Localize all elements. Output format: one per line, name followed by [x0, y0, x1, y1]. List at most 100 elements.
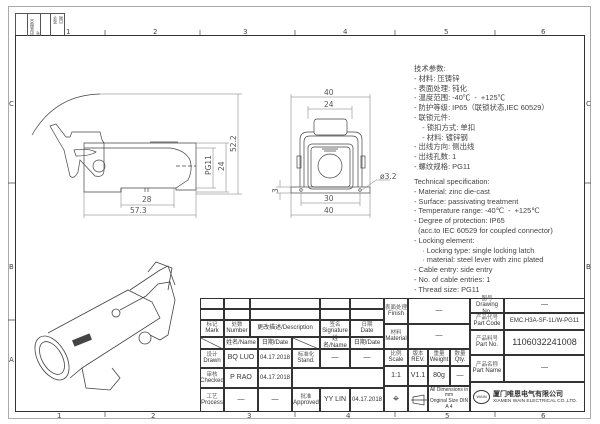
dim-thread: PG11	[204, 155, 213, 175]
process-date: —	[258, 388, 292, 412]
zone-number: 2	[151, 412, 156, 420]
header-name: 姓名/Name	[224, 337, 258, 349]
drawn-name: BQ LUO	[224, 349, 258, 368]
dim-hole-spacing: 30	[324, 194, 334, 203]
spec-line: - Surface: passivating treatment	[414, 196, 519, 206]
scale-value: 1:1	[384, 366, 408, 386]
approved-name: YY LIN	[320, 388, 350, 412]
zone-number: 1	[57, 412, 62, 420]
revision-cell	[250, 309, 320, 320]
diagonal-cell	[200, 337, 225, 350]
revision-cell	[224, 298, 250, 309]
header-name: 姓名/Name	[320, 336, 350, 349]
spec-line: - Material: zinc die-cast	[414, 186, 490, 196]
corner-label-box: 旧底图总号 签字 日期	[15, 13, 65, 36]
dim-handle-width: 24	[324, 100, 334, 109]
spec-line: - 表面处理: 钝化	[414, 83, 467, 93]
specs-chinese: 技术参数:- 材料: 压铸锌- 表面处理: 钝化- 温度范围: -40℃ - +…	[414, 64, 549, 172]
part-name-value: —	[504, 355, 585, 382]
dim-body-height: 24	[217, 161, 226, 171]
zone-number: 4	[343, 28, 348, 36]
finish-value: —	[408, 298, 470, 324]
front-view	[290, 118, 371, 194]
spec-line: - Cable entry: side entry	[414, 265, 493, 275]
specs-english: Technical specification:- Material: zinc…	[414, 177, 553, 295]
spec-line: - Temperature range: -40℃ - +125℃	[414, 206, 540, 216]
dim-base-thickness: 3	[271, 188, 280, 193]
process-name: —	[224, 388, 258, 412]
spec-line: - 锁扣方式: 单扣	[414, 122, 476, 132]
zone-number: 2	[153, 28, 158, 36]
drawing-no-value: —	[504, 298, 585, 313]
specs-title-en: Technical specification:	[414, 177, 490, 186]
revision-cell	[200, 309, 224, 320]
sheet-outer-border	[8, 6, 591, 419]
revision-cell	[224, 309, 250, 320]
weight-value: 80g	[428, 366, 450, 386]
spec-line: (acc.to IEC 60529 for coupled connector)	[414, 225, 553, 235]
revision-cell	[250, 298, 320, 309]
company-name: XIAMEN WAIN ELECTRICAL CO.,LTD.	[493, 398, 578, 404]
revision-cell	[200, 298, 224, 309]
spec-line: - 材料: 镀锌钢	[414, 132, 468, 142]
dim-total-height: 52.2	[229, 135, 238, 152]
part-code-value: EMC.H3A-SF-1L/W-PG11	[504, 313, 585, 330]
spec-line: - 材料: 压铸锌	[414, 73, 460, 83]
dim-hole-dia: ø3.2	[380, 172, 397, 181]
checked-date: 04.17.2018	[258, 368, 292, 388]
header-date2: 日期/Date	[258, 337, 292, 349]
projection-cone-icon	[408, 386, 428, 412]
spec-line: - Thread size: PG11	[414, 284, 480, 294]
zone-number: 4	[346, 412, 351, 420]
spec-line: - 联锁元件:	[414, 112, 451, 122]
side-view	[31, 93, 197, 193]
spec-line: · material: steel lever with zinc plated	[414, 255, 544, 265]
standard-name: —	[320, 349, 350, 368]
approved-date: 04.17.2018	[350, 388, 384, 412]
spec-line: - 螺纹规格: PG11	[414, 161, 471, 171]
spec-line: · Locking type: single locking latch	[414, 245, 535, 255]
dim-top-width: 40	[324, 88, 334, 97]
part-no-value: 1106032241008	[504, 330, 585, 355]
dim-length: 57.3	[130, 206, 147, 215]
dim-base: 28	[142, 195, 152, 204]
spec-line: - No. of cable entries: 1	[414, 274, 491, 284]
revision-cell	[320, 309, 350, 320]
isometric-view	[34, 261, 176, 391]
company-logo: WAIN	[473, 390, 490, 404]
zone-letter: C	[9, 100, 14, 108]
diagonal-cell	[292, 337, 321, 350]
spec-line: - 出线方向: 侧出线	[414, 142, 475, 152]
revision-cell	[350, 298, 384, 309]
zone-number: 1	[66, 28, 71, 36]
spec-line: - 防护等级: IP65（联锁状态,IEC 60529）	[414, 103, 549, 113]
zone-letter: B	[586, 263, 591, 271]
header-date2: 日期/Date	[350, 337, 384, 349]
qty-value: —	[450, 366, 470, 386]
zone-number: 3	[243, 28, 248, 36]
spec-line: - Degree of protection: IP65	[414, 216, 505, 226]
checked-name: P RAO	[224, 368, 258, 388]
revision-cell	[320, 298, 350, 309]
zone-number: 6	[541, 412, 546, 420]
specs-title-cn: 技术参数:	[414, 64, 446, 73]
material-value: —	[408, 324, 470, 349]
spec-line: - Locking element:	[414, 235, 475, 245]
